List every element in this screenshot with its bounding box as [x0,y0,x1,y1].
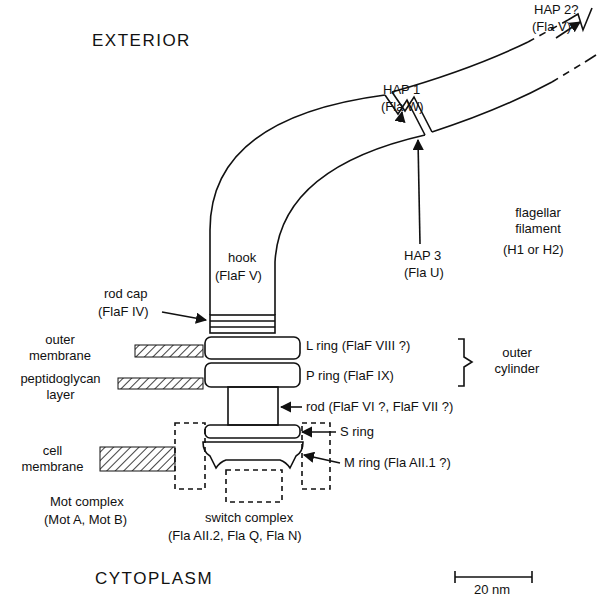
gene-name: (Fla AII.2, Fla Q, Fla N) [168,528,302,544]
hook-outer-edge [210,95,385,315]
gene-name: (FlaF V) [215,268,262,284]
rod-cap [210,326,275,328]
filament-edge [552,62,585,82]
mot-complex [175,423,205,489]
part-name: rod (FlaF VI ?, FlaF VII ?) [306,399,453,415]
p-ring [205,363,300,387]
layer-name: cell membrane [10,443,95,476]
leader-arrow [304,455,340,463]
m-ring [203,442,303,468]
leader-arrow [302,431,336,433]
cell-membrane [100,447,175,471]
part-name: M ring (Fla AII.1 ?) [344,455,451,471]
group-name: outer cylinder [482,345,552,378]
region-label: EXTERIOR [92,30,191,51]
layer-name: peptidoglycan layer [8,371,113,404]
leader-arrow [281,406,302,408]
bracket [458,339,472,386]
part-name: L ring (FlaF VIII ?) [306,338,410,354]
gene-name: (Fla U) [404,265,444,281]
region-label: CYTOPLASM [95,568,213,589]
rod-cap [210,320,275,322]
leader-arrow [418,140,420,244]
gene-name: (Fla V) [532,19,571,35]
scale-label: 20 nm [474,582,510,598]
s-ring [205,425,300,438]
scale-bar [531,571,533,583]
part-name: S ring [340,424,374,440]
layer-name: outer membrane [20,332,100,365]
gene-name: (Fla W) [381,99,424,115]
part-name: HAP 2? [534,2,579,18]
scale-bar [455,576,532,578]
leader-arrow [162,312,206,320]
part-name: hook [228,250,256,266]
part-name: Mot complex [50,494,124,510]
scale-bar [454,571,456,583]
part-name: flagellar filament [503,205,573,238]
outer-membrane [135,345,203,357]
filament-edge [432,82,552,132]
part-name: HAP 1 [383,82,420,98]
rod [228,387,278,425]
gene-name: (FlaF IV) [98,304,149,320]
switch-complex [226,470,282,502]
gene-name: (H1 or H2) [503,242,564,258]
part-name: HAP 3 [404,248,441,264]
hook-inner-edge [275,135,425,315]
part-name: switch complex [205,510,293,526]
part-name: P ring (FlaF IX) [306,368,394,384]
rod-cap [210,315,275,333]
l-ring [205,337,300,359]
peptidoglycan-layer [118,378,203,389]
gene-name: (Mot A, Mot B) [44,512,127,528]
part-name: rod cap [104,286,147,302]
filament-tip [585,55,596,62]
